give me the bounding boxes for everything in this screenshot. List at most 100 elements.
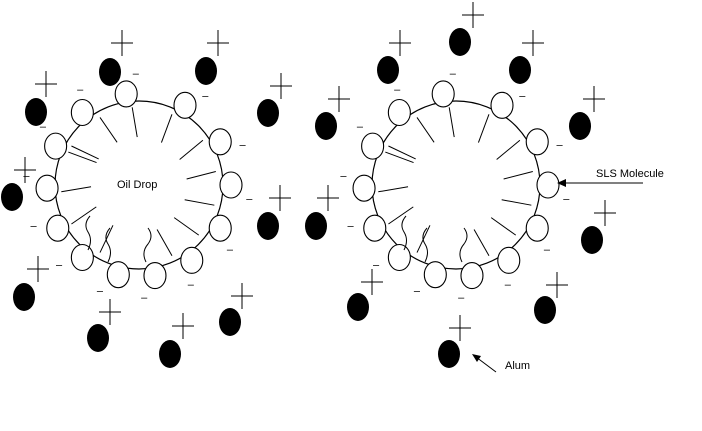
sls-molecule-tail-wavy: [105, 227, 111, 263]
negative-charge: –: [133, 68, 140, 80]
negative-charge: –: [340, 170, 347, 182]
negative-charge: –: [394, 84, 401, 96]
sls-molecule-head: [525, 214, 549, 242]
right-oil-drop-group: –––––––––––––: [305, 2, 616, 368]
negative-charge: –: [348, 220, 355, 232]
negative-charge: –: [357, 121, 364, 133]
alum-label: Alum: [505, 360, 530, 372]
sls-molecule-tail: [173, 217, 200, 236]
sls-molecule-tail: [477, 114, 490, 143]
sls-molecule-head: [35, 174, 59, 202]
sls-molecule-tail-wavy: [422, 227, 428, 263]
alum-ion: [25, 98, 47, 126]
sls-molecule-head: [387, 243, 411, 272]
alum-ion: [1, 183, 23, 211]
negative-charge: –: [227, 244, 234, 256]
sls-molecule-tail: [61, 186, 92, 193]
negative-charge: –: [202, 90, 209, 102]
sls-molecule-tail: [99, 117, 118, 143]
negative-charge: –: [458, 292, 465, 304]
sls-molecule-head: [46, 214, 70, 242]
negative-charge: –: [239, 140, 246, 152]
negative-charge: –: [77, 84, 84, 96]
sls-molecule-head: [363, 214, 387, 242]
alum-ion: [195, 57, 217, 85]
sls-molecule-head: [525, 128, 549, 156]
alum-ion: [257, 99, 279, 127]
sls-molecule-tail-wavy: [401, 215, 407, 251]
sls-molecule-head: [423, 261, 447, 289]
alum-ion: [99, 58, 121, 86]
alum-ion: [219, 308, 241, 336]
sls-molecule-head: [106, 261, 130, 289]
sls-molecule-label: SLS Molecule: [596, 168, 664, 180]
sls-molecule-tail-wavy: [143, 227, 152, 263]
negative-charge: –: [519, 90, 526, 102]
sls-molecule-head: [460, 262, 484, 290]
sls-molecule-head: [114, 80, 138, 108]
sls-molecule-head: [208, 128, 232, 156]
negative-charge: –: [56, 259, 63, 271]
negative-charge: –: [31, 220, 38, 232]
negative-charge: –: [97, 285, 104, 297]
alum-ion: [13, 283, 35, 311]
sls-molecule-head: [70, 243, 94, 272]
alum-ion: [581, 226, 603, 254]
annotations: SLS Molecule Alum: [472, 168, 664, 373]
sls-molecule-head: [352, 174, 376, 202]
sls-molecule-head: [219, 171, 243, 199]
negative-charge: –: [23, 170, 30, 182]
sls-molecule-tail-wavy: [85, 215, 91, 251]
sls-molecule-tail: [388, 206, 414, 225]
sls-molecule-head: [44, 132, 68, 160]
sls-molecule-tail: [179, 139, 204, 160]
sls-arrowhead: [557, 179, 566, 187]
alum-ion: [87, 324, 109, 352]
sls-molecule-tail-wavy: [459, 227, 468, 263]
sls-molecule-head: [497, 246, 521, 274]
alum-ion: [509, 56, 531, 84]
sls-molecule-tail: [496, 139, 521, 160]
alum-ion: [257, 212, 279, 240]
negative-charge: –: [40, 121, 47, 133]
alum-ion: [438, 340, 460, 368]
alum-ion: [534, 296, 556, 324]
sls-molecule-head: [173, 91, 197, 119]
negative-charge: –: [188, 279, 195, 291]
sls-molecule-head: [361, 132, 385, 160]
sls-molecule-tail: [68, 151, 97, 164]
sls-molecule-tail: [416, 117, 435, 143]
sls-molecule-tail: [186, 170, 216, 180]
sls-molecule-head: [490, 91, 514, 119]
alum-ion: [159, 340, 181, 368]
negative-charge: –: [450, 68, 457, 80]
negative-charge: –: [544, 244, 551, 256]
sls-molecule-tail: [490, 217, 517, 236]
sls-molecule-tail: [71, 206, 97, 225]
negative-charge: –: [505, 279, 512, 291]
oil-drop-label: Oil Drop: [117, 179, 157, 191]
alum-ion: [315, 112, 337, 140]
alum-arrow-line: [475, 356, 497, 373]
alum-ion: [347, 293, 369, 321]
sls-molecule-head: [143, 262, 167, 290]
sls-molecule-tail: [160, 114, 173, 143]
sls-molecule-tail: [448, 107, 455, 138]
alum-ion: [377, 56, 399, 84]
sls-molecule-tail: [388, 145, 416, 160]
left-oil-drop-group: Oil Drop – – – – – – – – – – – – –: [1, 30, 292, 368]
sls-molecule-tail: [378, 186, 409, 193]
sls-molecule-tail: [156, 229, 173, 256]
sls-molecule-tail: [385, 151, 414, 164]
sls-molecule-tail: [184, 199, 215, 206]
sls-molecule-head: [180, 246, 204, 274]
sls-molecule-head: [387, 98, 411, 127]
sls-molecule-tail: [71, 145, 99, 160]
negative-charge: –: [373, 259, 380, 271]
alum-ion: [449, 28, 471, 56]
sls-molecule-tail: [501, 199, 532, 206]
sls-molecule-tail: [131, 107, 138, 138]
negative-charge: –: [246, 193, 253, 205]
negative-charge: –: [141, 292, 148, 304]
